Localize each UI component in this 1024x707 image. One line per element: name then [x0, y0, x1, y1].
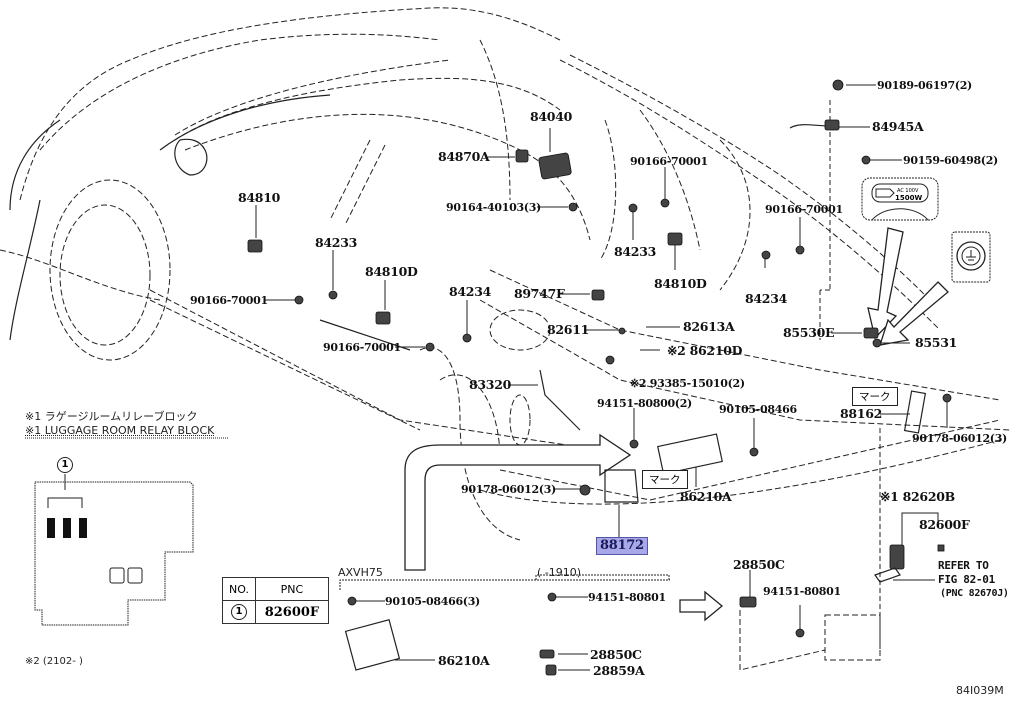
part-label-82611[interactable]: 82611	[547, 322, 589, 337]
part-label-84040[interactable]: 84040	[530, 109, 572, 124]
part-label-84233[interactable]: 84233	[315, 235, 357, 250]
indicator-arrow-large	[404, 433, 632, 571]
part-label-28850C[interactable]: 28850C	[590, 647, 642, 662]
note-2-date-range: ※2 (2102- )	[25, 656, 83, 667]
indicator-arrow-right	[679, 590, 724, 622]
part-label-90159-60498[interactable]: 90159-60498(2)	[903, 154, 998, 167]
refer-pnc-label: (PNC 82670J)	[940, 588, 1009, 599]
part-label-90166-70001[interactable]: 90166-70001	[765, 203, 843, 216]
ground-terminal-icon	[951, 231, 991, 283]
car-body-outline	[0, 7, 1011, 541]
part-label-88162[interactable]: 88162	[840, 406, 882, 421]
part-label-84870A[interactable]: 84870A	[438, 149, 490, 164]
mark-callout: マーク	[852, 387, 898, 406]
table-row: 1 82600F	[222, 600, 329, 624]
part-label-90166-70001[interactable]: 90166-70001	[323, 341, 401, 354]
part-label-83320[interactable]: 83320	[469, 377, 511, 392]
relay-callout-number: 1	[57, 452, 73, 473]
part-label-94151-80800[interactable]: 94151-80800(2)	[597, 397, 692, 410]
part-label-84234[interactable]: 84234	[449, 284, 491, 299]
part-label-90164-40103[interactable]: 90164-40103(3)	[446, 201, 541, 214]
outlet-label-line1: AC 100V	[897, 188, 919, 194]
refer-fig-link[interactable]: FIG 82-01	[938, 573, 995, 586]
part-glyphs	[247, 79, 952, 676]
part-label-94151-80801[interactable]: 94151-80801	[763, 585, 841, 598]
part-label-93385-15010[interactable]: ※2 93385-15010(2)	[630, 377, 745, 390]
part-label-84810D[interactable]: 84810D	[365, 264, 418, 279]
part-label-86210A[interactable]: 86210A	[438, 653, 490, 668]
part-label-90105-08466[interactable]: 90105-08466	[719, 403, 797, 416]
part-label-28850C[interactable]: 28850C	[733, 557, 785, 572]
relay-block-diagram	[25, 437, 228, 626]
part-label-94151-80801[interactable]: 94151-80801	[588, 591, 666, 604]
part-label-90105-08466[interactable]: 90105-08466(3)	[385, 595, 480, 608]
part-label-90189-06197[interactable]: 90189-06197(2)	[877, 79, 972, 92]
part-label-86210D[interactable]: ※2 86210D	[667, 343, 743, 358]
part-label-82613A[interactable]: 82613A	[683, 319, 735, 334]
part-label-90166-70001[interactable]: 90166-70001	[630, 155, 708, 168]
part-label-28859A[interactable]: 28859A	[593, 663, 645, 678]
part-label-84945A[interactable]: 84945A	[872, 119, 924, 134]
part-label-90178-06012[interactable]: 90178-06012(3)	[912, 432, 1007, 445]
part-label-84810[interactable]: 84810	[238, 190, 280, 205]
outlet-label-line2: 1500W	[895, 194, 922, 202]
pnc-row-no: 1	[222, 600, 256, 624]
pnc-header-no: NO.	[222, 577, 256, 601]
relay-block-note-en: ※1 LUGGAGE ROOM RELAY BLOCK	[25, 424, 215, 437]
refer-to-label: REFER TO	[938, 559, 989, 572]
part-label-89747F[interactable]: 89747F	[514, 286, 565, 301]
indicator-arrow-down-1	[867, 227, 904, 340]
part-label-86210A[interactable]: 86210A	[680, 489, 732, 504]
pnc-header-pnc: PNC	[254, 577, 329, 601]
part-label-88172-highlighted[interactable]: 88172	[596, 537, 648, 555]
part-label-82600F[interactable]: 82600F	[919, 517, 970, 532]
pnc-table: NO. PNC 1 82600F	[222, 577, 329, 624]
pnc-row-value[interactable]: 82600F	[254, 600, 329, 624]
relay-block-note-jp: ※1 ラゲージルームリレーブロック	[25, 410, 198, 423]
part-label-84234[interactable]: 84234	[745, 291, 787, 306]
outlet-icon: AC 100V 1500W	[861, 177, 939, 221]
date-range-1910: ( -1910)	[537, 566, 582, 579]
part-label-84810D[interactable]: 84810D	[654, 276, 707, 291]
part-label-85530E[interactable]: 85530E	[783, 325, 835, 340]
part-label-90178-06012[interactable]: 90178-06012(3)	[461, 483, 556, 496]
part-label-82620B[interactable]: ※1 82620B	[880, 489, 955, 504]
part-label-85531[interactable]: 85531	[915, 335, 957, 350]
part-label-90166-70001[interactable]: 90166-70001	[190, 294, 268, 307]
part-label-84233[interactable]: 84233	[614, 244, 656, 259]
model-code-axvh75: AXVH75	[338, 566, 383, 579]
figure-id: 84I039M	[956, 684, 1004, 697]
mark-callout: マーク	[642, 470, 688, 489]
pnc-table-header: NO. PNC	[222, 577, 329, 601]
